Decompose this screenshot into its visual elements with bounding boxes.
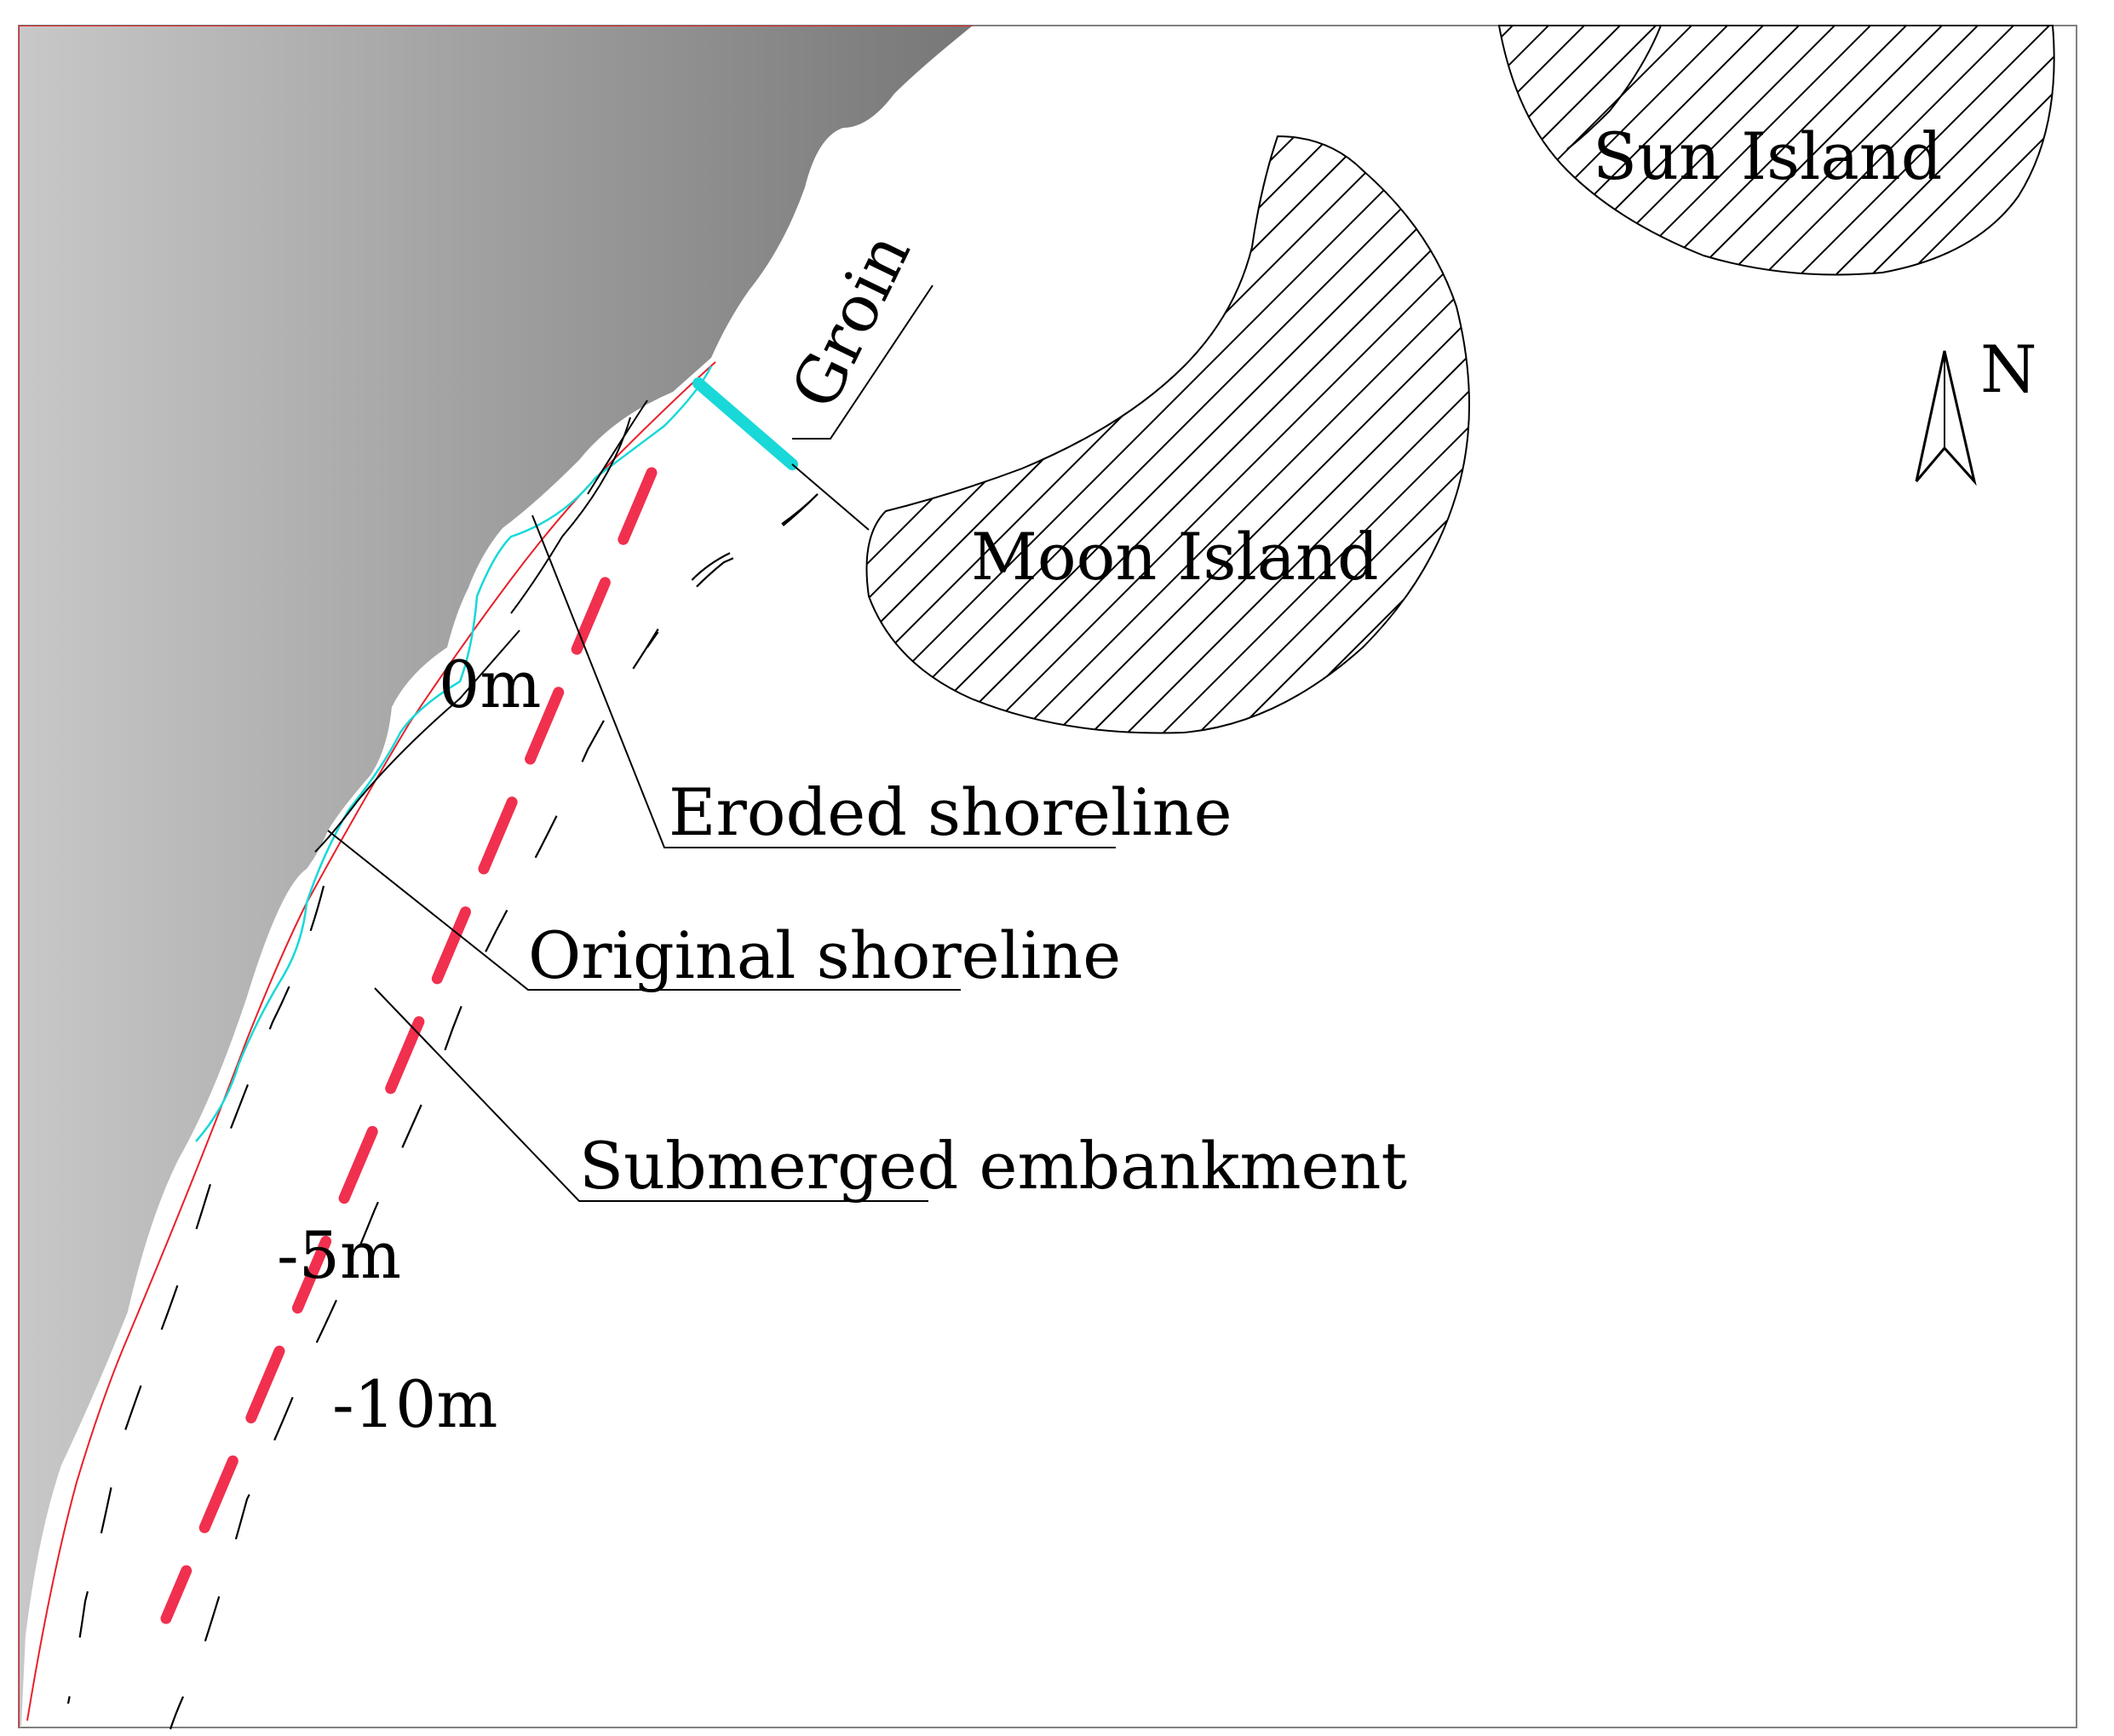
land-mass <box>19 26 973 1727</box>
groin-extension <box>791 463 870 531</box>
submerged-embankment-line <box>160 467 658 1624</box>
depth-0m-label: 0m <box>439 647 541 722</box>
depth-minus10m-label: -10m <box>332 1366 497 1442</box>
eroded-shoreline-leader <box>531 514 1116 848</box>
moon-island <box>865 135 1470 734</box>
sun-island-inner-edge <box>1566 25 1662 150</box>
original-shoreline-label: Original shoreline <box>528 917 1121 993</box>
submerged-embankment-leader <box>374 987 928 1202</box>
eroded-shoreline-line <box>195 365 713 1142</box>
north-arrow-icon <box>1915 350 1977 486</box>
contour-0m-upper <box>510 417 631 614</box>
eroded-shoreline-label: Eroded shoreline <box>669 774 1232 850</box>
depth-minus5m-label: -5m <box>277 1217 401 1293</box>
sun-island-label: Sun Island <box>1593 118 1942 194</box>
sun-island <box>1497 25 2055 276</box>
contour-deep-left <box>66 885 325 1704</box>
groin-leader <box>792 285 933 440</box>
contour-10m <box>646 493 819 648</box>
contour-5m <box>169 493 819 1730</box>
moon-island-label: Moon Island <box>971 519 1379 595</box>
groin-structure <box>692 377 798 470</box>
original-shoreline-line <box>19 26 973 1727</box>
original-shoreline-leader <box>327 830 961 991</box>
submerged-embankment-label: Submerged embankment <box>579 1128 1407 1204</box>
north-label: N <box>1980 331 2037 407</box>
